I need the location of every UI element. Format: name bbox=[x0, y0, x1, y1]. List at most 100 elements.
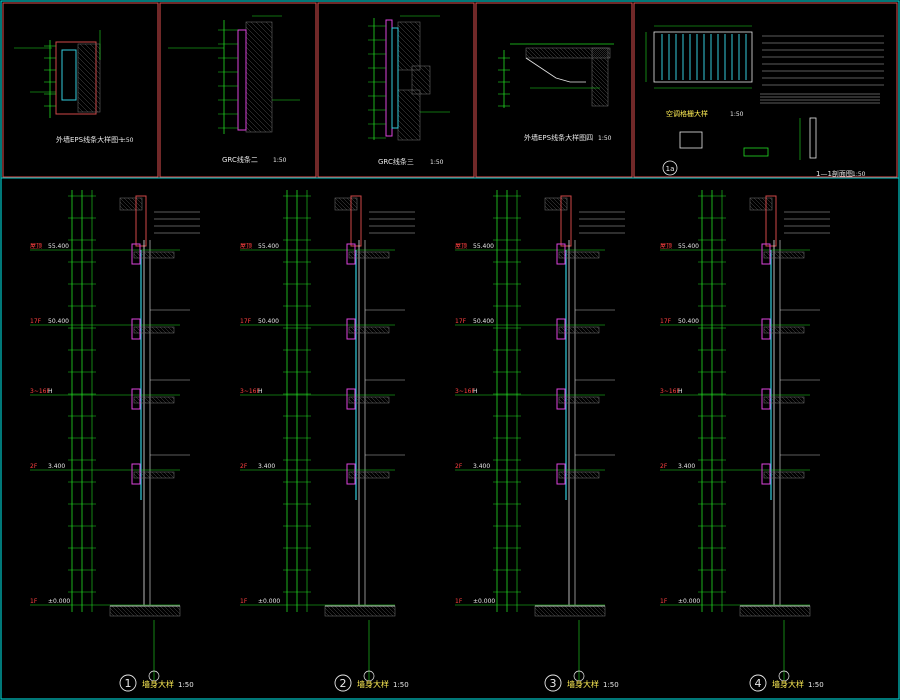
hatch-line bbox=[155, 326, 163, 334]
hatch-line bbox=[536, 605, 548, 617]
hatch-line bbox=[250, 21, 273, 44]
hatch-fill bbox=[558, 471, 600, 479]
hatch-fill bbox=[348, 251, 390, 259]
hatch-line bbox=[135, 605, 147, 617]
hatch-line bbox=[753, 197, 767, 211]
callout-number: 2 bbox=[340, 677, 347, 690]
hatch-line bbox=[77, 56, 101, 80]
hatch-line bbox=[548, 197, 562, 211]
hatch-line bbox=[167, 471, 175, 479]
hatch-line bbox=[84, 43, 101, 60]
hatch-line bbox=[127, 197, 141, 211]
hatch-line bbox=[418, 65, 431, 78]
hatch-line bbox=[600, 605, 606, 611]
level-elev-label: ±0.000 bbox=[473, 598, 495, 605]
slab-edge bbox=[556, 243, 566, 265]
hatch-line bbox=[591, 97, 601, 107]
hatch-line bbox=[749, 197, 763, 211]
hatch-fill bbox=[763, 396, 805, 404]
hatch-outline bbox=[334, 197, 358, 211]
hatch-line bbox=[580, 326, 588, 334]
hatch-line bbox=[568, 605, 580, 617]
level-floor-label: 屋顶 bbox=[240, 243, 252, 250]
hatch-line bbox=[423, 65, 431, 73]
hatch-line bbox=[568, 326, 576, 334]
hatch-outline bbox=[749, 197, 773, 211]
hatch-line bbox=[155, 471, 163, 479]
hatch-line bbox=[350, 197, 358, 205]
hatch-line bbox=[584, 251, 592, 259]
hatch-line bbox=[596, 326, 600, 330]
hatch-line bbox=[354, 471, 362, 479]
hatch-line bbox=[362, 251, 370, 259]
hatch-line bbox=[382, 471, 390, 479]
hatch-line bbox=[596, 605, 606, 615]
hatch-fill bbox=[739, 605, 811, 617]
hatch-line bbox=[167, 396, 175, 404]
hatch-fill bbox=[397, 21, 421, 71]
detail-5-title: 空调格栅大样 bbox=[666, 109, 708, 118]
slab-edge bbox=[556, 463, 566, 485]
hatch-line bbox=[378, 471, 386, 479]
hatch-line bbox=[556, 197, 568, 209]
section-2-callout: 2 bbox=[334, 674, 352, 692]
hatch-fill bbox=[77, 43, 101, 113]
hatch-line bbox=[552, 197, 566, 211]
hatch-line bbox=[366, 396, 374, 404]
hatch-line bbox=[567, 47, 579, 59]
hatch-line bbox=[560, 197, 568, 205]
hatch-fill bbox=[411, 65, 431, 95]
hatch-line bbox=[119, 197, 133, 211]
hatch-line bbox=[151, 396, 159, 404]
hatch-line bbox=[397, 114, 421, 138]
hatch-fill bbox=[591, 47, 609, 107]
hatch-line bbox=[151, 326, 159, 334]
hatch-line bbox=[793, 471, 801, 479]
hatch-line bbox=[404, 21, 421, 38]
hatch-line bbox=[354, 197, 358, 201]
hatch-line bbox=[773, 605, 785, 617]
hatch-line bbox=[564, 326, 572, 334]
hatch-line bbox=[171, 605, 181, 615]
hatch-line bbox=[777, 396, 785, 404]
level-elev-label: 3.400 bbox=[473, 463, 490, 470]
hatch-line bbox=[370, 251, 378, 259]
hatch-line bbox=[397, 94, 421, 118]
hatch-line bbox=[151, 605, 163, 617]
hatch-line bbox=[370, 471, 378, 479]
hatch-line bbox=[789, 605, 801, 617]
hatch-line bbox=[539, 47, 551, 59]
hatch-line bbox=[591, 61, 609, 79]
detail-5-scale: 1:50 bbox=[730, 111, 744, 118]
hatch-line bbox=[568, 251, 576, 259]
hatch-line bbox=[171, 471, 175, 475]
hatch-line bbox=[245, 56, 273, 84]
hatch-line bbox=[745, 605, 757, 617]
hatch-line bbox=[378, 251, 386, 259]
hatch-line bbox=[135, 326, 143, 334]
level-floor-label: 1F bbox=[30, 598, 38, 605]
hatch-line bbox=[77, 71, 101, 95]
hatch-line bbox=[324, 611, 330, 617]
hatch-line bbox=[324, 607, 334, 617]
hatch-line bbox=[785, 605, 797, 617]
slab-edge bbox=[761, 318, 771, 340]
detail-frame-3 bbox=[317, 2, 475, 178]
hatch-line bbox=[781, 326, 789, 334]
hatch-line bbox=[119, 205, 125, 211]
hatch-line bbox=[346, 197, 358, 209]
callout-circle bbox=[749, 674, 767, 692]
hatch-line bbox=[397, 29, 421, 53]
hatch-line bbox=[596, 396, 600, 400]
section-1-callout: 1 bbox=[119, 674, 137, 692]
hatch-line bbox=[326, 605, 338, 617]
hatch-line bbox=[397, 89, 421, 113]
hatch-line bbox=[171, 251, 175, 255]
hatch-line bbox=[564, 396, 572, 404]
hatch-line bbox=[366, 326, 374, 334]
hatch-line bbox=[358, 326, 366, 334]
detail-3-scale: 1:50 bbox=[430, 159, 444, 166]
